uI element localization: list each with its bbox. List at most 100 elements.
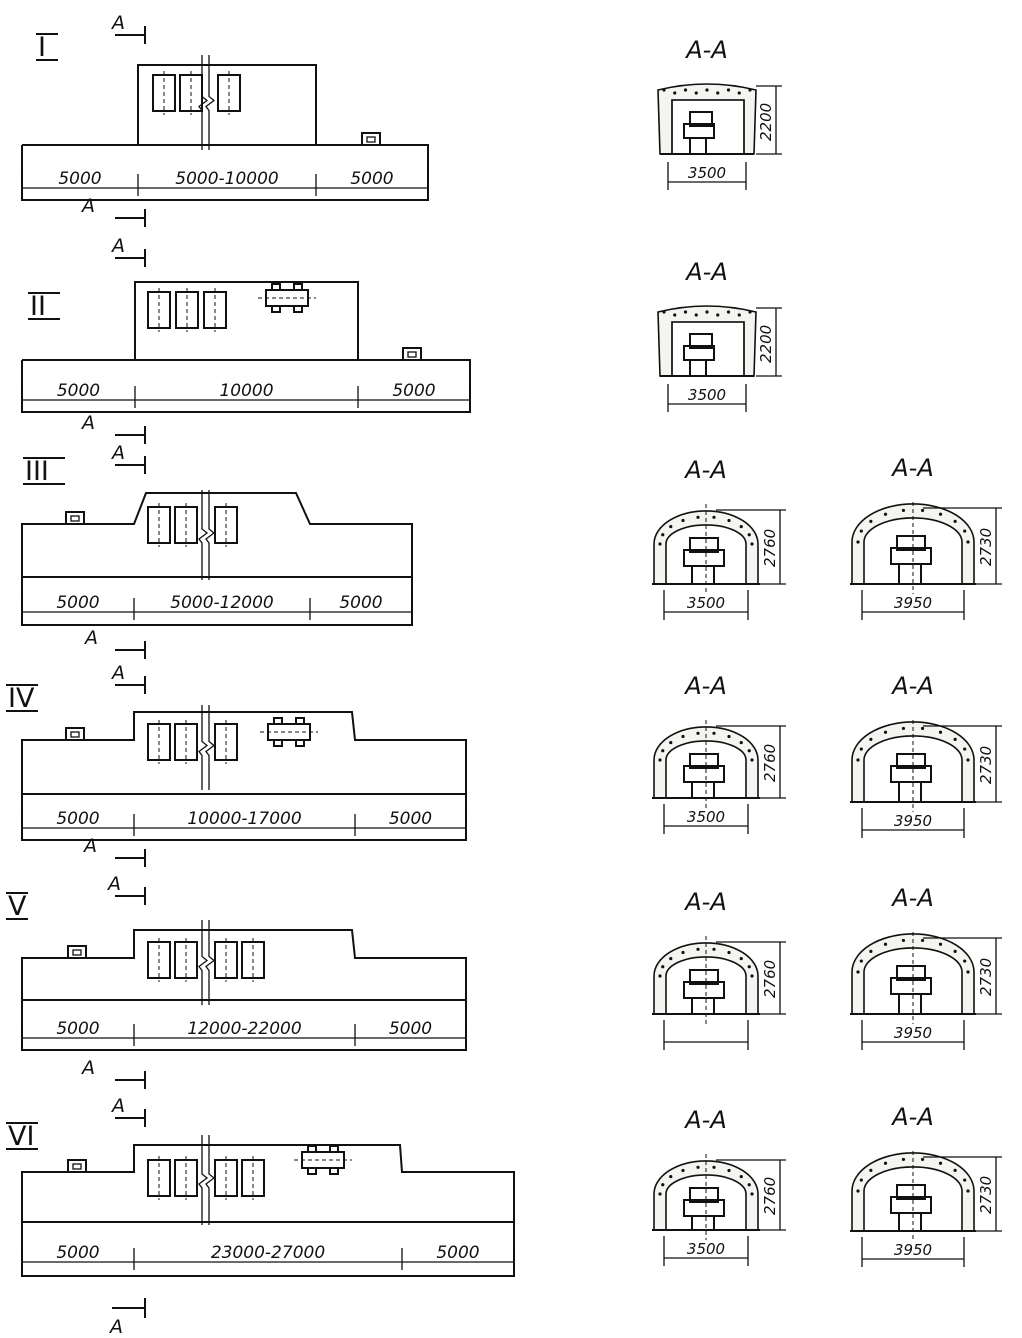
plan-numeral: I <box>38 32 46 63</box>
lining-dot <box>696 1165 700 1169</box>
niche-outline <box>67 1159 87 1172</box>
niche-icon <box>67 1159 87 1172</box>
cut-label: A <box>110 12 125 34</box>
lining-dot <box>859 529 863 533</box>
cart-top <box>689 111 713 127</box>
lining-dot <box>856 758 860 762</box>
lining-dot <box>726 310 731 314</box>
section-cut-mark: A <box>110 662 146 694</box>
lining-dot <box>658 1192 662 1196</box>
lining-dot <box>920 938 925 943</box>
dimension-label: 5000 <box>56 593 99 613</box>
lining-dot <box>662 88 666 92</box>
lining-dot <box>712 947 716 951</box>
cart-icon <box>152 71 176 115</box>
lining-dot <box>901 938 906 943</box>
lining-dot <box>901 508 906 513</box>
lining-dot <box>658 758 662 762</box>
cart-top <box>689 969 719 985</box>
lining-dot <box>658 542 662 546</box>
break-line <box>198 55 209 150</box>
cart-icon <box>174 720 198 764</box>
cart-icon <box>147 288 171 332</box>
break-symbol <box>198 705 216 790</box>
break-symbol <box>198 55 216 150</box>
lining-dot <box>747 749 751 753</box>
break-line <box>198 1135 209 1225</box>
dimension-label: 5000 <box>56 1019 99 1039</box>
lining-dot <box>739 740 743 745</box>
cart-icon <box>179 71 203 115</box>
dimension-label: 5000 <box>58 169 101 189</box>
lining-dot <box>712 731 716 735</box>
cut-label: A <box>110 235 125 257</box>
cart-icon <box>147 720 171 764</box>
section-title: A-A <box>683 1106 727 1134</box>
cart-top <box>896 965 926 981</box>
dimension-label: 5000 <box>350 169 393 189</box>
section-width-label: 3950 <box>894 1024 932 1042</box>
locomotive-icon <box>260 717 318 747</box>
niche-box <box>407 351 417 358</box>
lining-dot <box>963 1178 967 1182</box>
section-title: A-A <box>684 36 728 64</box>
niche-box <box>70 515 80 522</box>
bottom-section-cut-mark: A <box>108 1298 146 1338</box>
cart-body <box>683 765 725 783</box>
cart-body <box>683 123 715 139</box>
lining-dot <box>696 515 700 519</box>
break-line <box>198 920 209 1005</box>
lining-dot <box>681 1168 685 1173</box>
cut-label: A <box>110 662 125 684</box>
section-width-label: 3500 <box>688 386 726 404</box>
lining-dot <box>856 540 860 544</box>
lining-dot <box>658 974 662 978</box>
section-title: A-A <box>890 454 934 482</box>
lining-dot <box>750 542 754 546</box>
lining-dot <box>669 524 673 529</box>
break-symbol <box>198 920 216 1005</box>
lining-dot <box>683 88 688 92</box>
niche-box <box>366 136 376 143</box>
cart-top <box>689 753 719 769</box>
cut-label: A <box>106 873 121 895</box>
section-cut-mark: A <box>83 627 146 659</box>
cut-label: A <box>80 412 95 434</box>
niche-outline <box>65 727 85 740</box>
lining-dot <box>661 749 665 753</box>
lining-dot <box>938 942 943 946</box>
cut-label: A <box>82 835 97 857</box>
loco-wheel <box>329 1167 339 1175</box>
dimension-label: 5000 <box>339 593 382 613</box>
lining-dot <box>696 947 700 951</box>
plan-numeral: V <box>8 891 27 922</box>
lining-dot <box>883 512 888 516</box>
loco-wheel <box>307 1167 317 1175</box>
break-line <box>205 1135 216 1225</box>
lining-dot <box>737 91 741 95</box>
lining-dot <box>683 310 688 314</box>
niche-box <box>70 731 80 738</box>
dimension-row: 5000 5000-12000 5000 <box>21 593 413 620</box>
loco-wheel <box>295 739 305 747</box>
section-title: A-A <box>683 888 727 916</box>
break-line <box>198 705 209 790</box>
lining-dot <box>747 533 751 537</box>
lining-dot <box>859 959 863 963</box>
lining-dot <box>883 730 888 734</box>
dimension-label: 5000-12000 <box>170 593 273 613</box>
loco-wheel <box>271 305 281 313</box>
lining-dot <box>869 949 873 953</box>
lining-dot <box>748 88 752 92</box>
section-title: A-A <box>683 456 727 484</box>
lining-dot <box>727 518 731 523</box>
section-width-label: 3950 <box>894 594 932 612</box>
lining-dot <box>869 519 873 523</box>
section-cut-mark: A <box>110 12 146 44</box>
dimension-label: 5000 <box>57 381 100 401</box>
